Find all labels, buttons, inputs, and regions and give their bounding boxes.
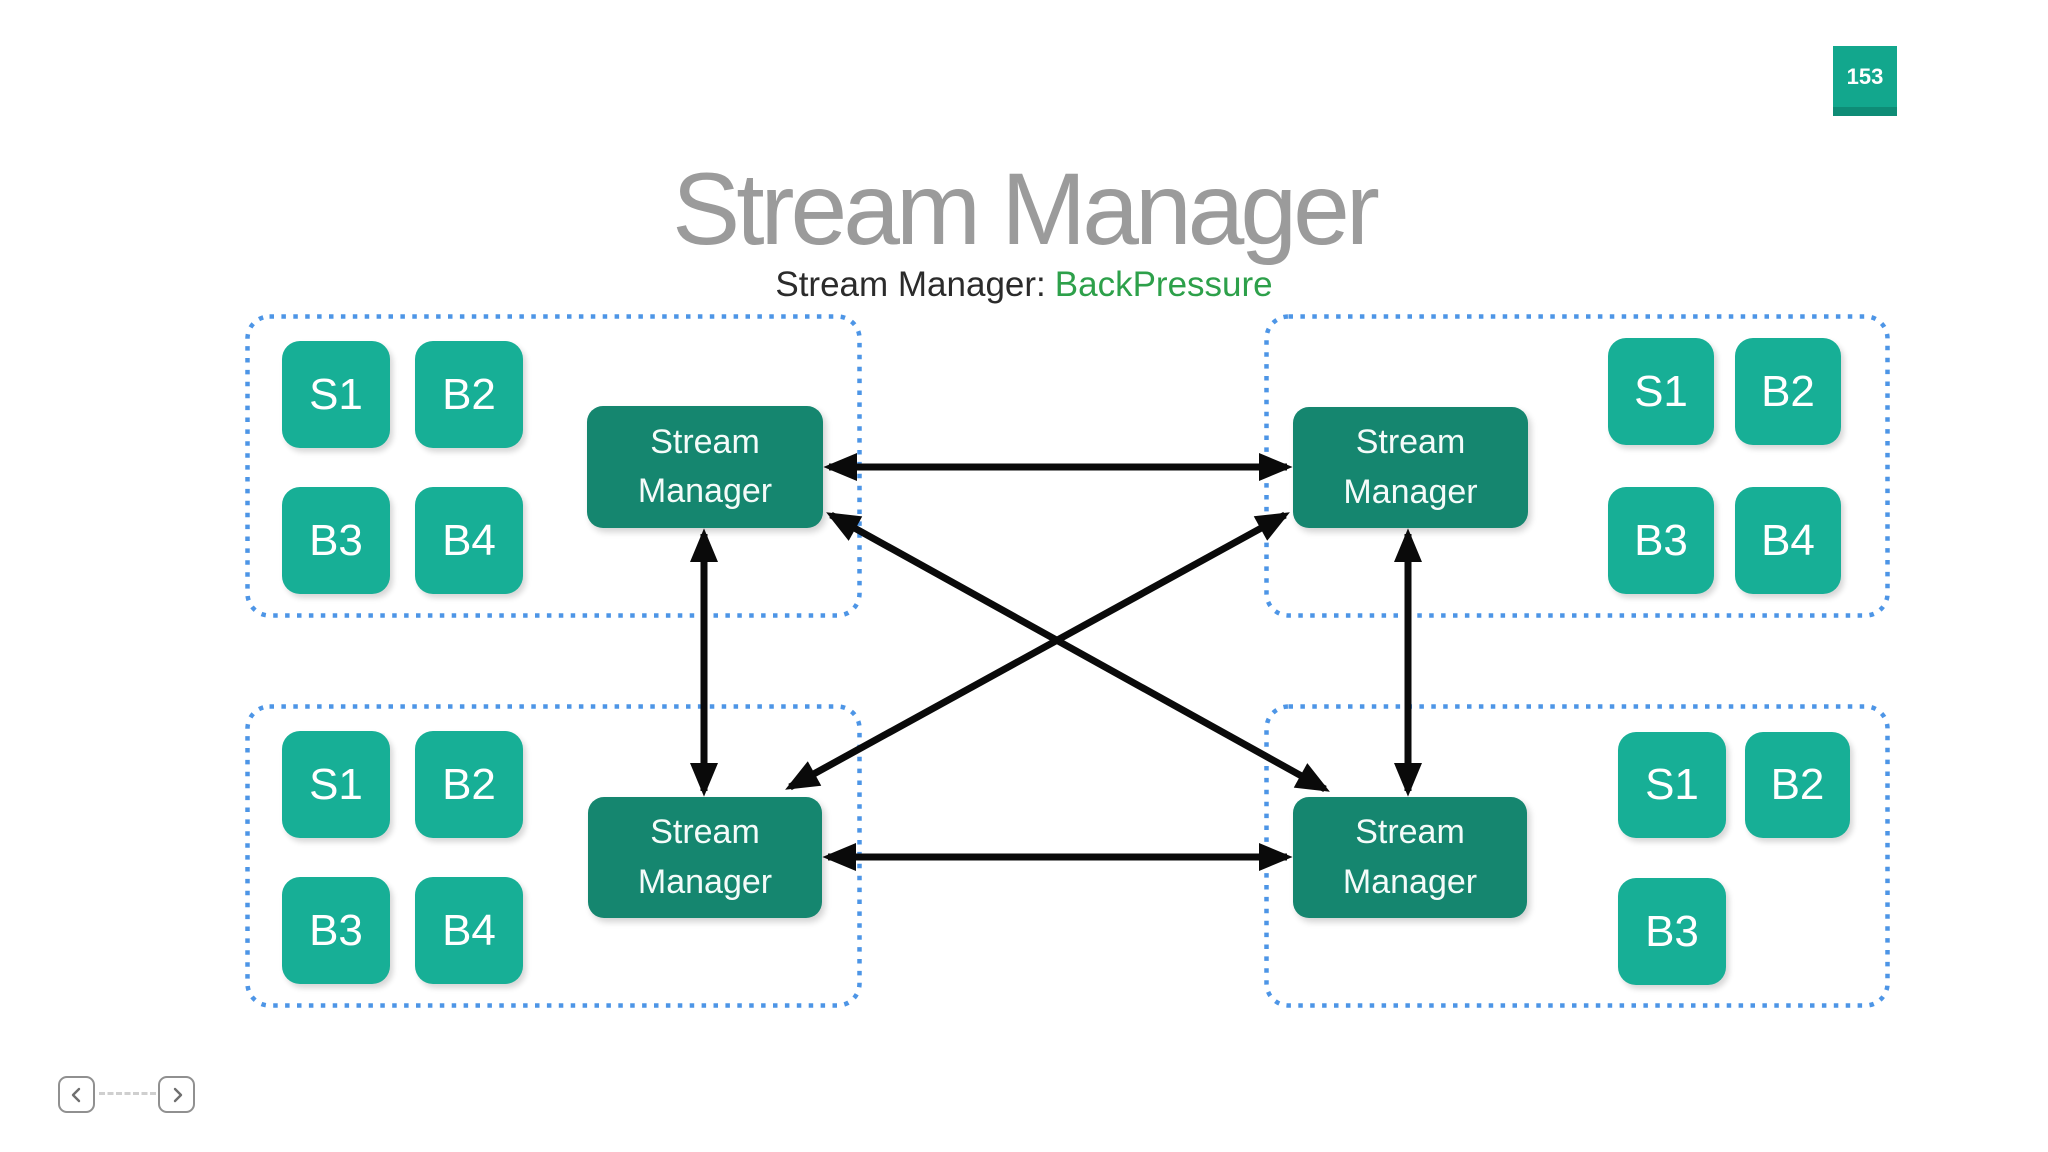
subtitle-prefix: Stream Manager:: [775, 265, 1046, 304]
cluster-bottom-left: S1 B2 B3 B4 Stream Manager: [245, 704, 862, 1008]
cluster-bottom-right: Stream Manager S1 B2 B3: [1264, 704, 1890, 1008]
cluster-top-left: S1 B2 B3 B4 Stream Manager: [245, 314, 862, 618]
node-b3: B3: [1608, 487, 1714, 594]
chevron-left-icon: [71, 1087, 80, 1102]
node-b4: B4: [415, 487, 523, 594]
node-b2: B2: [1735, 338, 1841, 445]
node-b3: B3: [282, 487, 390, 594]
node-s1: S1: [1618, 732, 1726, 838]
next-slide-button[interactable]: [158, 1076, 195, 1113]
node-b3: B3: [282, 877, 390, 984]
node-b4: B4: [1735, 487, 1841, 594]
node-s1: S1: [282, 731, 390, 838]
node-b4: B4: [415, 877, 523, 984]
cluster-dotted-border: [1264, 314, 1890, 618]
stream-manager-node: Stream Manager: [1293, 797, 1527, 918]
slide-progress-dashes: [99, 1092, 156, 1095]
stream-manager-node: Stream Manager: [588, 797, 822, 918]
node-b2: B2: [1745, 732, 1850, 838]
node-s1: S1: [282, 341, 390, 448]
subtitle-highlight: BackPressure: [1054, 265, 1273, 304]
page-title: Stream Manager: [672, 152, 1380, 266]
arrow-diagonal-tr-bl: [785, 511, 1290, 791]
stream-manager-node: Stream Manager: [1293, 407, 1528, 528]
slide-number-badge: 153: [1833, 46, 1897, 116]
prev-slide-button[interactable]: [58, 1076, 95, 1113]
cluster-dotted-border: [1264, 704, 1890, 1008]
node-b2: B2: [415, 341, 523, 448]
cluster-top-right: Stream Manager S1 B2 B3 B4: [1264, 314, 1890, 618]
stream-manager-node: Stream Manager: [587, 406, 823, 528]
chevron-right-icon: [173, 1087, 182, 1102]
page-subtitle: Stream Manager:BackPressure: [0, 265, 2048, 305]
node-s1: S1: [1608, 338, 1714, 445]
node-b3: B3: [1618, 878, 1726, 985]
arrow-diagonal-tl-br: [826, 511, 1330, 793]
node-b2: B2: [415, 731, 523, 838]
